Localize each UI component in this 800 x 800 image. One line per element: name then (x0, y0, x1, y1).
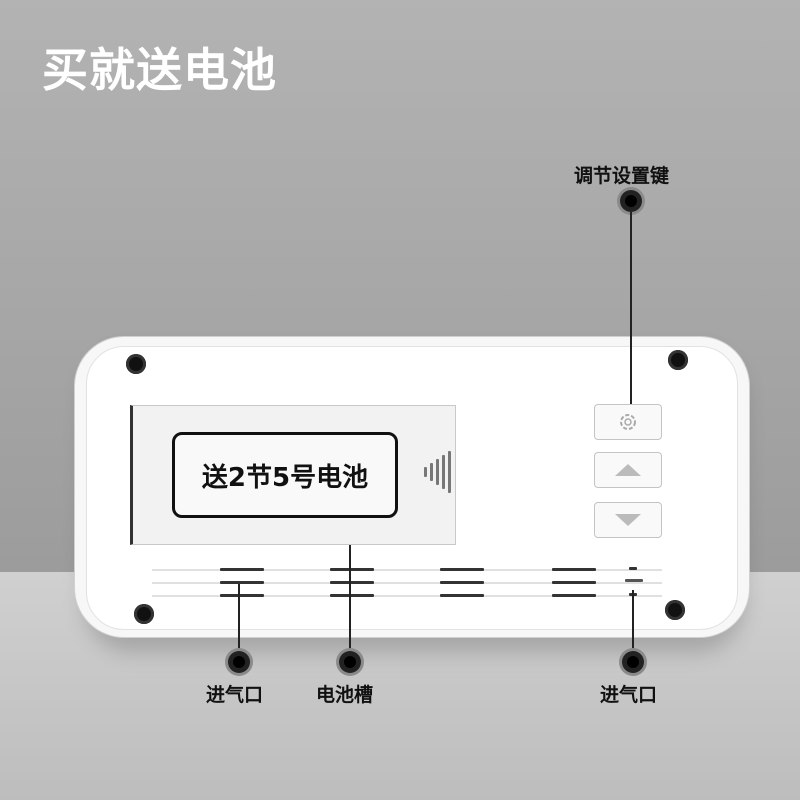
down-button[interactable] (594, 502, 662, 538)
headline: 买就送电池 (42, 43, 277, 97)
leader-line-inlet-right (632, 590, 634, 650)
gear-icon (620, 414, 636, 430)
callout-marker-settings (620, 190, 642, 212)
callout-marker-inlet-right (622, 651, 644, 673)
callout-battery-slot: 电池槽 (316, 684, 374, 706)
screw-hole-bottom-left (134, 604, 154, 624)
callout-air-inlet-right: 进气口 (600, 684, 658, 706)
leader-line-battery (349, 545, 351, 650)
screw-hole-top-left (126, 354, 146, 374)
callout-settings-key: 调节设置键 (574, 165, 670, 187)
up-button[interactable] (594, 452, 662, 488)
screw-hole-top-right (668, 350, 688, 370)
settings-button[interactable] (594, 404, 662, 440)
callout-marker-inlet-left (228, 651, 250, 673)
screw-hole-bottom-right (665, 600, 685, 620)
triangle-up-icon (615, 464, 641, 476)
callout-marker-battery (339, 651, 361, 673)
battery-label-box: 送2节5号电池 (172, 432, 398, 518)
callout-air-inlet-left: 进气口 (206, 684, 264, 706)
triangle-down-icon (615, 514, 641, 526)
leader-line-inlet-left (238, 584, 240, 650)
battery-label-text: 送2节5号电池 (201, 462, 369, 493)
leader-line-settings (630, 212, 632, 404)
